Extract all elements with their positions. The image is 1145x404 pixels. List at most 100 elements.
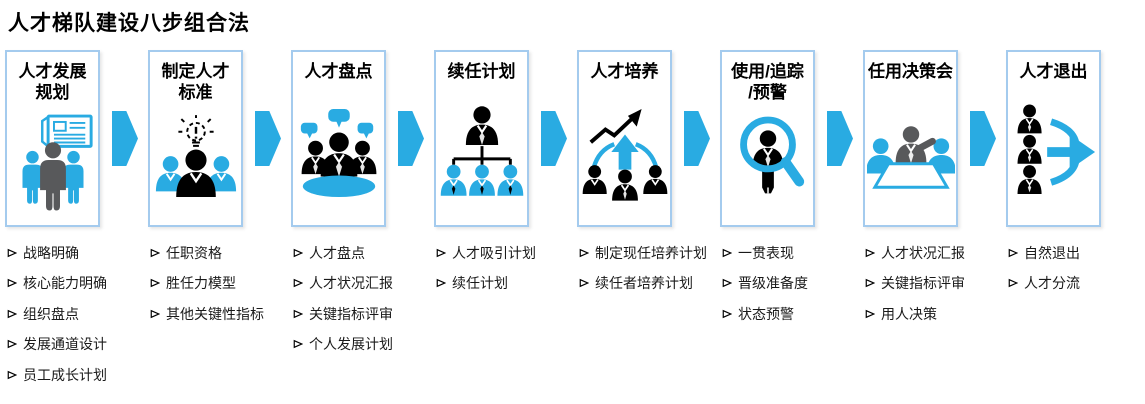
step-title: 人才发展 规划 (18, 62, 87, 103)
list-item: 战略明确 (7, 245, 102, 261)
arrow-bullet-icon (150, 279, 160, 288)
bullet-text: 状态预警 (738, 305, 794, 322)
arrow-bullet-icon (293, 248, 303, 258)
process-flow: 人才发展 规划 (0, 50, 1145, 398)
bullet-text: 人才状况汇报 (309, 275, 393, 292)
step-define-talent-standards: 制定人才 标准 (148, 50, 264, 337)
roundtable-discussion-icon (300, 108, 376, 197)
bullet-text: 自然退出 (1024, 245, 1080, 261)
bullet-text: 战略明确 (23, 245, 79, 261)
step-talent-exit: 人才退出 (1006, 50, 1103, 307)
arrow-bullet-icon (436, 248, 446, 258)
arrow-bullet-icon (293, 279, 303, 288)
bullet-list: 人才状况汇报 关键指标评审 用人决策 (863, 245, 965, 322)
arrow-bullet-icon (865, 309, 875, 319)
arrow-bullet-icon (7, 279, 17, 288)
list-item: 其他关键性指标 (150, 306, 264, 322)
arrow-bullet-icon (1008, 248, 1018, 258)
page-title: 人才梯队建设八步组合法 (8, 12, 250, 35)
magnifier-person-icon (739, 116, 804, 194)
people-newspaper-icon (21, 114, 93, 211)
flow-arrow-icon (112, 111, 138, 166)
arrow-bullet-icon (150, 309, 160, 319)
arrow-bullet-icon (7, 248, 17, 258)
list-item: 发展通道设计 (7, 336, 107, 352)
list-item: 一贯表现 (722, 245, 817, 261)
flow-arrow-icon (541, 111, 567, 166)
bullet-text: 胜任力模型 (166, 275, 236, 292)
list-item: 状态预警 (722, 305, 817, 322)
meeting-table-icon (866, 125, 955, 189)
list-item: 核心能力明确 (7, 275, 107, 291)
list-item: 人才状况汇报 (293, 275, 393, 291)
bullet-text: 一贯表现 (738, 245, 794, 261)
list-item: 组织盘点 (7, 305, 102, 322)
step-box: 使用/追踪 /预警 (720, 50, 815, 227)
bullet-text: 其他关键性指标 (166, 305, 264, 322)
bullet-text: 关键指标评审 (881, 275, 965, 292)
step-box: 续任计划 (434, 50, 529, 227)
arrow-bullet-icon (722, 309, 732, 319)
org-chart-icon (440, 105, 523, 196)
bullet-text: 用人决策 (881, 305, 937, 322)
list-item: 用人决策 (865, 305, 960, 322)
list-item: 关键指标评审 (293, 306, 393, 322)
flow-arrow-icon (398, 111, 424, 166)
arrow-bullet-icon (579, 279, 589, 288)
bullet-text: 人才吸引计划 (452, 245, 536, 261)
arrow-bullet-icon (293, 339, 303, 349)
arrow-bullet-icon (1008, 279, 1018, 288)
step-title: 人才培养 (590, 62, 659, 81)
list-item: 任职资格 (150, 245, 245, 261)
bullet-list: 自然退出 人才分流 (1006, 245, 1103, 292)
arrow-bullet-icon (436, 279, 446, 288)
list-item: 晋级准备度 (722, 275, 817, 292)
flow-arrow-icon (255, 111, 281, 166)
arrow-bullet-icon (579, 248, 589, 258)
list-item: 人才状况汇报 (865, 245, 965, 261)
step-talent-cultivation: 人才培养 (577, 50, 707, 307)
arrow-bullet-icon (150, 248, 160, 258)
step-title: 任用决策会 (868, 62, 953, 81)
list-item: 关键指标评审 (865, 275, 965, 291)
growth-arrow-team-icon (582, 108, 667, 201)
arrow-bullet-icon (7, 339, 17, 349)
arrow-bullet-icon (7, 309, 17, 319)
bullet-text: 核心能力明确 (23, 275, 107, 292)
bullet-text: 续任者培养计划 (595, 275, 693, 292)
list-item: 员工成长计划 (7, 367, 107, 383)
bullet-text: 组织盘点 (23, 305, 79, 322)
step-talent-inventory: 人才盘点 (291, 50, 393, 368)
bullet-list: 战略明确 核心能力明确 组织盘点 发展通道设计 (5, 245, 107, 383)
list-item: 人才盘点 (293, 245, 388, 261)
step-appointment-decision-meeting: 任用决策会 (863, 50, 965, 337)
step-use-track-alert: 使用/追踪 /预警 (720, 50, 817, 337)
list-item: 续任者培养计划 (579, 275, 693, 291)
step-succession-plan: 续任计划 (434, 50, 536, 307)
step-title: 使用/追踪 /预警 (731, 62, 804, 103)
bullet-text: 晋级准备度 (738, 275, 808, 292)
arrow-bullet-icon (865, 248, 875, 258)
step-title: 人才退出 (1019, 62, 1088, 81)
arrow-bullet-icon (7, 370, 17, 379)
bullet-list: 任职资格 胜任力模型 其他关键性指标 (148, 245, 264, 322)
list-item: 人才吸引计划 (436, 245, 536, 261)
arrow-bullet-icon (722, 248, 732, 258)
bullet-list: 人才吸引计划 续任计划 (434, 245, 536, 292)
bullet-text: 任职资格 (166, 245, 222, 261)
step-box: 人才盘点 (291, 50, 386, 227)
step-box: 任用决策会 (863, 50, 958, 227)
step-title: 制定人才 标准 (161, 62, 230, 103)
list-item: 制定现任培养计划 (579, 245, 707, 261)
flow-arrow-icon (684, 111, 710, 166)
bullet-list: 制定现任培养计划 续任者培养计划 (577, 245, 707, 292)
flow-arrow-icon (827, 111, 853, 166)
flow-arrow-icon (970, 111, 996, 166)
bullet-list: 人才盘点 人才状况汇报 关键指标评审 个人发展计划 (291, 245, 393, 353)
bullet-text: 人才盘点 (309, 245, 365, 261)
list-item: 续任计划 (436, 275, 531, 291)
bullet-list: 一贯表现 晋级准备度 状态预警 (720, 245, 817, 322)
arrow-bullet-icon (865, 279, 875, 288)
bullet-text: 员工成长计划 (23, 366, 107, 383)
